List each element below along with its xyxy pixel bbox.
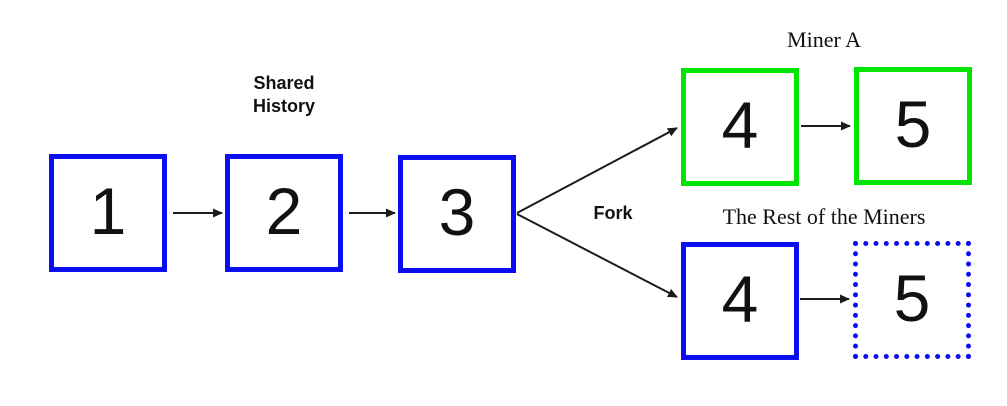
block-4-rest-of-miners: 4 — [681, 242, 799, 360]
fork-label: Fork — [593, 203, 633, 223]
shared-history-label: Shared History — [234, 72, 334, 118]
block-4-rest-of-miners-number: 4 — [721, 262, 759, 336]
block-1-number: 1 — [89, 174, 127, 248]
block-4-miner-a: 4 — [681, 68, 799, 186]
block-5-rest-of-miners-number: 5 — [893, 261, 931, 335]
shared-history-line2: History — [252, 96, 315, 116]
block-2: 2 — [225, 154, 343, 272]
block-5-miner-a: 5 — [854, 67, 972, 185]
shared-history-line1: Shared — [253, 73, 315, 93]
block-1: 1 — [49, 154, 167, 272]
block-5-rest-of-miners: 5 — [853, 241, 971, 359]
arrow-fork-upper — [516, 127, 678, 214]
block-3: 3 — [398, 155, 516, 273]
block-5-miner-a-number: 5 — [894, 87, 932, 161]
block-3-number: 3 — [438, 175, 476, 249]
rest-of-miners-label: The Rest of the Miners — [722, 204, 926, 229]
arrow-fork-lower — [516, 213, 678, 298]
block-4-miner-a-number: 4 — [721, 88, 759, 162]
miner-a-label: Miner A — [787, 27, 861, 52]
block-2-number: 2 — [265, 174, 303, 248]
